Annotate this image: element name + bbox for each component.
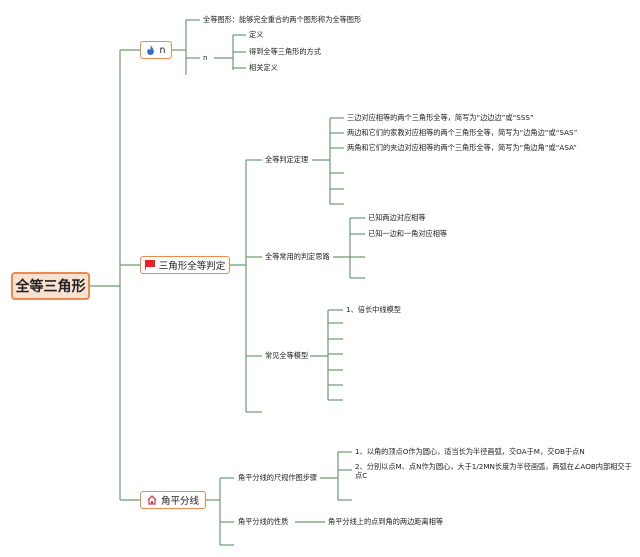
models-item-0: 1、倍长中线模型 [346, 305, 401, 314]
property-text: 角平分线上的点到角的两边距离相等 [328, 517, 444, 526]
b1-item-1: 得到全等三角形的方式 [249, 47, 321, 56]
branch-1-node[interactable]: n [140, 41, 172, 59]
construct-step-1: 2、分别以点M、点N作为圆心，大于1/2MN长度为半径画弧，两弧在∠AOB内部相… [355, 462, 632, 480]
branch-2-label: 三角形全等判定 [158, 261, 226, 272]
definition-text: 全等图形：能够完全重合的两个图形称为全等图形 [203, 15, 362, 24]
models-label: 常见全等模型 [265, 351, 309, 360]
b1-sub-label: n [203, 53, 208, 62]
approach-item-1: 已知一边和一角对应相等 [368, 229, 448, 238]
red-flag-icon [144, 260, 155, 270]
property-label: 角平分线的性质 [238, 517, 289, 526]
fire-icon [146, 45, 155, 55]
approach-label: 全等常用的判定思路 [265, 252, 330, 261]
judge-label: 全等判定定理 [265, 155, 309, 164]
root-label: 全等三角形 [15, 279, 86, 295]
branch-3-label: 角平分线 [160, 496, 199, 507]
b1-item-2: 相关定义 [249, 63, 278, 72]
b1-item-0: 定义 [249, 30, 264, 39]
home-icon [147, 495, 157, 505]
judge-item-0: 三边对应相等的两个三角形全等，简写为“边边边”或“SSS” [347, 113, 534, 122]
construct-step-0: 1、以角的顶点O作为圆心，适当长为半径画弧，交OA于M，交OB于点N [355, 447, 585, 456]
branch-3-node[interactable]: 角平分线 [140, 491, 206, 509]
judge-item-1: 两边和它们的家教对应相等的两个三角形全等，简写为“边角边”或“SAS” [347, 128, 578, 137]
construct-label: 角平分线的尺规作图步骤 [238, 473, 318, 482]
judge-item-2: 两角和它们的夹边对应相等的两个三角形全等，简写为“角边角”或“ASA” [347, 143, 577, 152]
branch-1-label: n [159, 44, 166, 56]
root-node[interactable]: 全等三角形 [11, 272, 90, 300]
approach-item-0: 已知两边对应相等 [368, 213, 426, 222]
branch-2-node[interactable]: 三角形全等判定 [140, 256, 230, 274]
